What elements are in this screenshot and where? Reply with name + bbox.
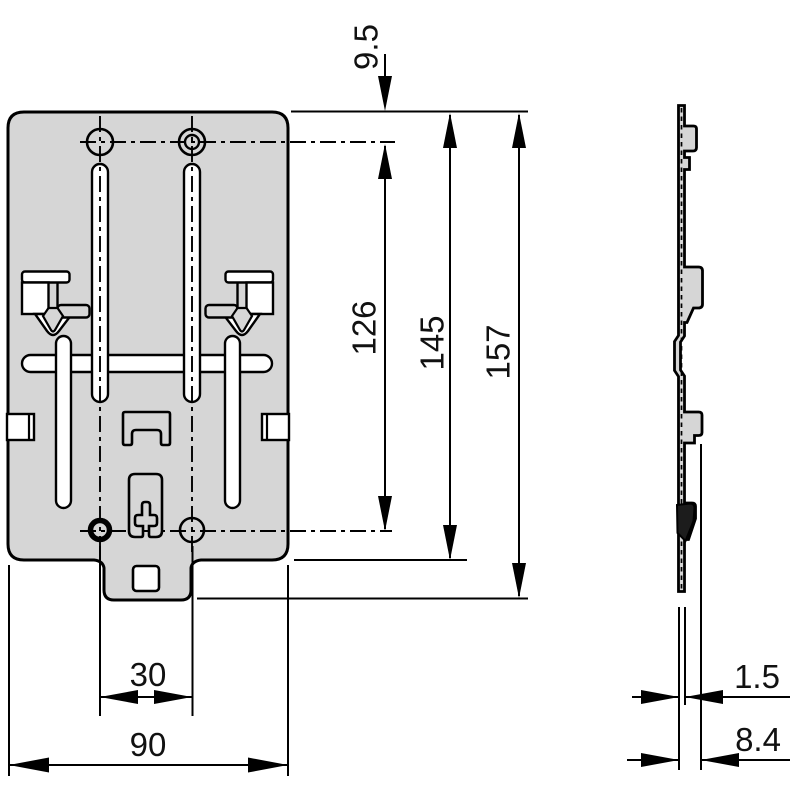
lower-hole-left (87, 517, 113, 543)
center-slot-right (182, 162, 202, 404)
dimension-9-5: 9.5 (348, 24, 392, 111)
horizontal-slot (20, 353, 274, 374)
dimension-label-90: 90 (130, 726, 167, 763)
dimension-157: 157 (480, 113, 526, 598)
dimension-label-145: 145 (414, 315, 451, 370)
dimension-90: 90 (9, 726, 288, 773)
dimensions: 9.5 126 145 157 30 (8, 24, 790, 776)
lower-hole-right (178, 516, 206, 544)
keyhole-feature (127, 472, 164, 539)
edge-notch-left (5, 412, 36, 442)
dimension-label-9-5: 9.5 (348, 24, 385, 70)
dimension-1-5: 1.5 (632, 658, 790, 704)
side-view (673, 104, 704, 593)
dimension-30: 30 (100, 656, 192, 704)
edge-notch-right (260, 412, 291, 442)
front-view (5, 110, 395, 602)
dimension-126: 126 (346, 144, 392, 531)
dimension-label-157: 157 (480, 324, 517, 379)
outer-slot-left (54, 334, 73, 510)
bridge-feature (121, 410, 172, 447)
dimension-label-1-5: 1.5 (734, 658, 780, 695)
outer-slot-right (223, 334, 242, 510)
hook-cutout-left (20, 270, 91, 337)
dimension-8-4: 8.4 (627, 721, 790, 767)
side-lower-barb (675, 502, 696, 543)
dimension-label-126: 126 (346, 300, 383, 355)
dimension-label-8-4: 8.4 (735, 721, 781, 758)
tab-square-hole (131, 564, 161, 593)
dimension-label-30: 30 (130, 656, 167, 693)
center-slot-left (90, 162, 110, 404)
dimension-145: 145 (414, 113, 457, 560)
hook-cutout-right (204, 270, 275, 337)
